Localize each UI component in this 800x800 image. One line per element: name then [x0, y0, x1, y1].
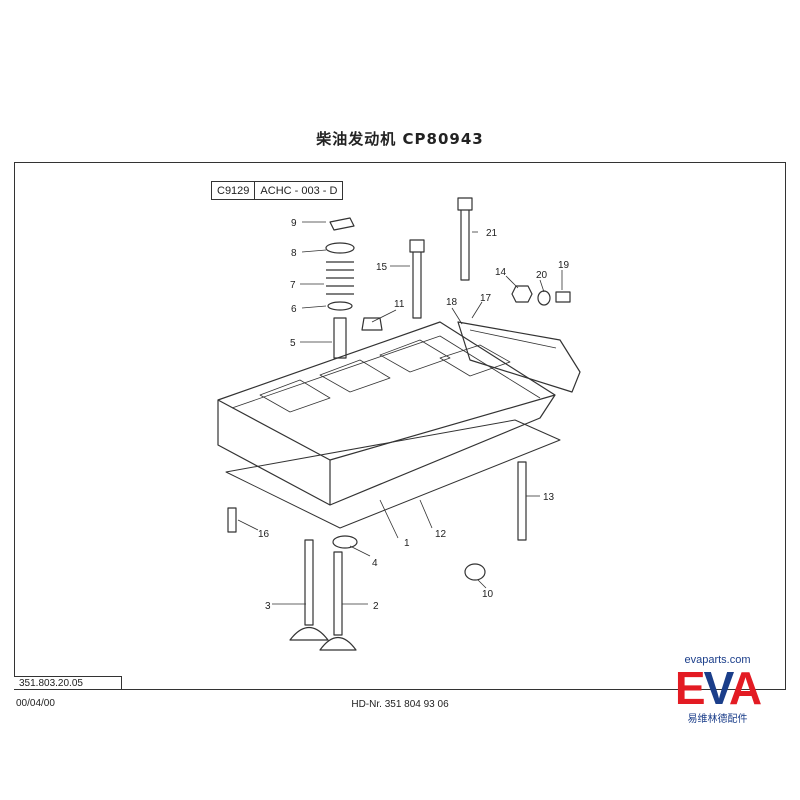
stud-13 — [517, 461, 527, 541]
manifold-flange — [457, 321, 581, 393]
callout-7: 7 — [290, 280, 296, 291]
callout-8: 8 — [291, 248, 297, 259]
callout-16: 16 — [258, 529, 270, 540]
eva-logo: evaparts.com EVA 易维林德配件 — [655, 654, 780, 725]
callout-18: 18 — [446, 297, 458, 308]
logo-letter-v: V — [703, 662, 731, 714]
head-gasket-outline — [225, 419, 561, 529]
callout-10: 10 — [482, 589, 494, 600]
cylinder-head-top-edge — [217, 394, 556, 461]
drawing-frame — [14, 162, 786, 690]
callout-5: 5 — [290, 338, 296, 349]
valve-3 — [289, 539, 329, 641]
callout-2: 2 — [373, 601, 379, 612]
callout-17: 17 — [480, 293, 492, 304]
valve-2 — [319, 551, 357, 651]
code-box: C9129 ACHC - 003 - D — [211, 181, 344, 200]
part-number: 351.803.20.05 — [14, 676, 122, 690]
callout-20: 20 — [536, 270, 548, 281]
cylinder-head-outline — [217, 321, 556, 506]
logo-site: evaparts.com — [684, 654, 751, 666]
logo-letter-a: A — [728, 662, 762, 714]
logo-brand: EVA — [655, 665, 780, 711]
callout-6: 6 — [291, 304, 297, 315]
callout-15: 15 — [376, 262, 388, 273]
callout-21: 21 — [486, 228, 498, 239]
hd-number: HD-Nr. 351 804 93 06 — [351, 699, 449, 710]
callout-12: 12 — [435, 529, 447, 540]
callout-14: 14 — [495, 267, 507, 278]
logo-subtitle: 易维林德配件 — [687, 714, 748, 725]
callout-3: 3 — [265, 601, 271, 612]
logo-letter-e: E — [674, 662, 706, 714]
date-stamp: 00/04/00 — [16, 698, 55, 709]
callout-4: 4 — [372, 558, 378, 569]
group-code: C9129 — [217, 185, 250, 197]
page-title: 柴油发动机 CP80943 — [316, 130, 484, 148]
callout-13: 13 — [543, 492, 555, 503]
callout-1: 1 — [404, 538, 410, 549]
callout-9: 9 — [291, 218, 297, 229]
reference-code: ACHC - 003 - D — [254, 182, 342, 199]
callout-11: 11 — [394, 299, 405, 310]
callout-19: 19 — [558, 260, 570, 271]
